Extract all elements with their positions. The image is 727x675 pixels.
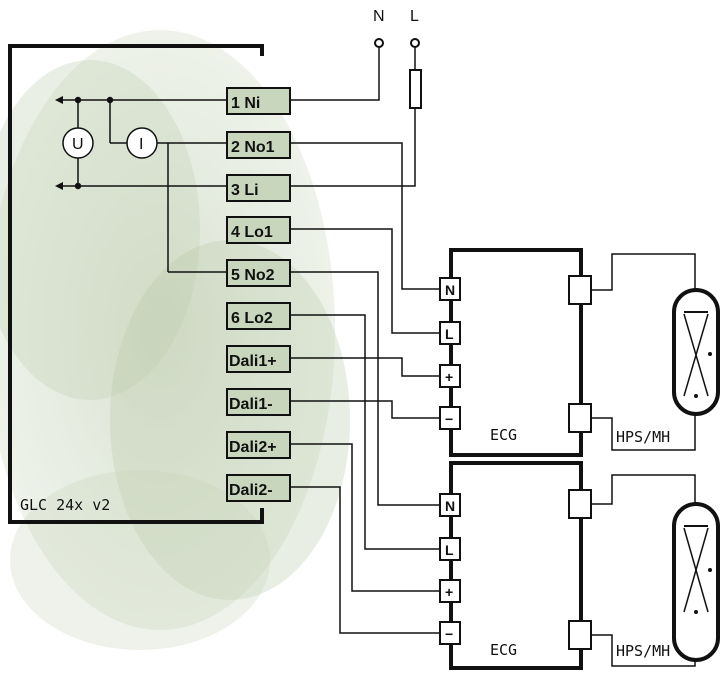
terminal-block: 1 Ni 2 No1 3 Li 4 Lo1 5 No2 6 Lo2 Dali1+: [226, 87, 291, 502]
terminal-dali1-plus: Dali1+: [226, 345, 291, 373]
ecg-bottom-pin-minus-label: −: [445, 626, 453, 642]
ecg-bottom-pin-l-label: L: [445, 542, 454, 558]
ecg-top-pin-l: [439, 321, 461, 345]
supply-l-label: L: [410, 8, 419, 25]
ecg-bottom-out-2: [568, 620, 592, 650]
ecg-top-out-2: [568, 403, 592, 433]
terminal-dali2-plus-label: Dali2+: [229, 439, 277, 456]
terminal-3-label: 3 Li: [231, 182, 259, 199]
voltmeter-icon: U: [62, 127, 94, 159]
terminal-4: 4 Lo1: [226, 216, 291, 244]
ecg-bottom-label: ECG: [490, 641, 517, 659]
terminal-dali2-plus: Dali2+: [226, 431, 291, 459]
ecg-top-pin-minus-label: −: [445, 411, 453, 427]
supply: N L: [373, 8, 422, 109]
ecg-top-pin-plus-label: +: [445, 369, 453, 385]
lamp-top-label: HPS/MH: [616, 428, 670, 446]
terminal-6-label: 6 Lo2: [231, 310, 273, 327]
ecg-top-label: ECG: [490, 426, 517, 444]
external-wiring: [290, 47, 440, 634]
terminal-2: 2 No1: [226, 131, 291, 159]
terminal-1: 1 Ni: [226, 87, 291, 115]
ecg-bottom: ECG N L + −: [439, 461, 592, 670]
ecg-bottom-pin-minus: [439, 621, 461, 645]
terminal-3: 3 Li: [226, 174, 291, 202]
ammeter-label: I: [139, 136, 143, 153]
ecg-bottom-out-1: [568, 489, 592, 519]
terminal-1-label: 1 Ni: [231, 95, 260, 112]
ecg-top-out-1: [568, 275, 592, 305]
supply-n-terminal: [374, 38, 384, 48]
lamp-bottom-icon: [672, 502, 720, 662]
ecg-bottom-pin-n-label: N: [445, 498, 455, 514]
terminal-4-label: 4 Lo1: [231, 224, 273, 241]
voltmeter-label: U: [72, 136, 84, 153]
supply-n-label: N: [373, 8, 385, 25]
lamp-bottom-label: HPS/MH: [616, 642, 670, 660]
ecg-bottom-pin-n: [439, 493, 461, 517]
ecg-bottom-pin-plus-label: +: [445, 584, 453, 600]
fuse-icon: [409, 69, 422, 109]
ecg-top-pin-l-label: L: [445, 326, 454, 342]
internal-wiring: [55, 96, 227, 273]
terminal-dali1-plus-label: Dali1+: [229, 353, 277, 370]
terminal-dali1-minus: Dali1-: [226, 388, 291, 416]
terminal-dali2-minus-label: Dali2-: [229, 482, 273, 499]
ecg-bottom-pin-l: [439, 537, 461, 561]
ammeter-icon: I: [126, 127, 158, 159]
ecg-top-pin-n-label: N: [445, 282, 455, 298]
terminal-5-label: 5 No2: [231, 267, 275, 284]
terminal-6: 6 Lo2: [226, 302, 291, 330]
lamp-top: HPS/MH: [591, 253, 720, 451]
ecg-top-pin-minus: [439, 406, 461, 430]
ecg-bottom-pin-plus: [439, 579, 461, 603]
terminal-5: 5 No2: [226, 259, 291, 287]
ecg-top-pin-n: [439, 277, 461, 301]
ecg-top: ECG N L + −: [439, 248, 592, 457]
terminal-2-label: 2 No1: [231, 139, 275, 156]
lamp-top-icon: [672, 288, 720, 416]
terminal-dali2-minus: Dali2-: [226, 474, 291, 502]
controller-name: GLC 24x v2: [20, 496, 110, 514]
ecg-top-pin-plus: [439, 364, 461, 388]
background-tree: [0, 30, 350, 650]
controller: GLC 24x v2: [8, 44, 264, 524]
supply-l-terminal: [410, 38, 420, 48]
terminal-dali1-minus-label: Dali1-: [229, 396, 273, 413]
lamp-bottom: HPS/MH: [591, 474, 720, 667]
